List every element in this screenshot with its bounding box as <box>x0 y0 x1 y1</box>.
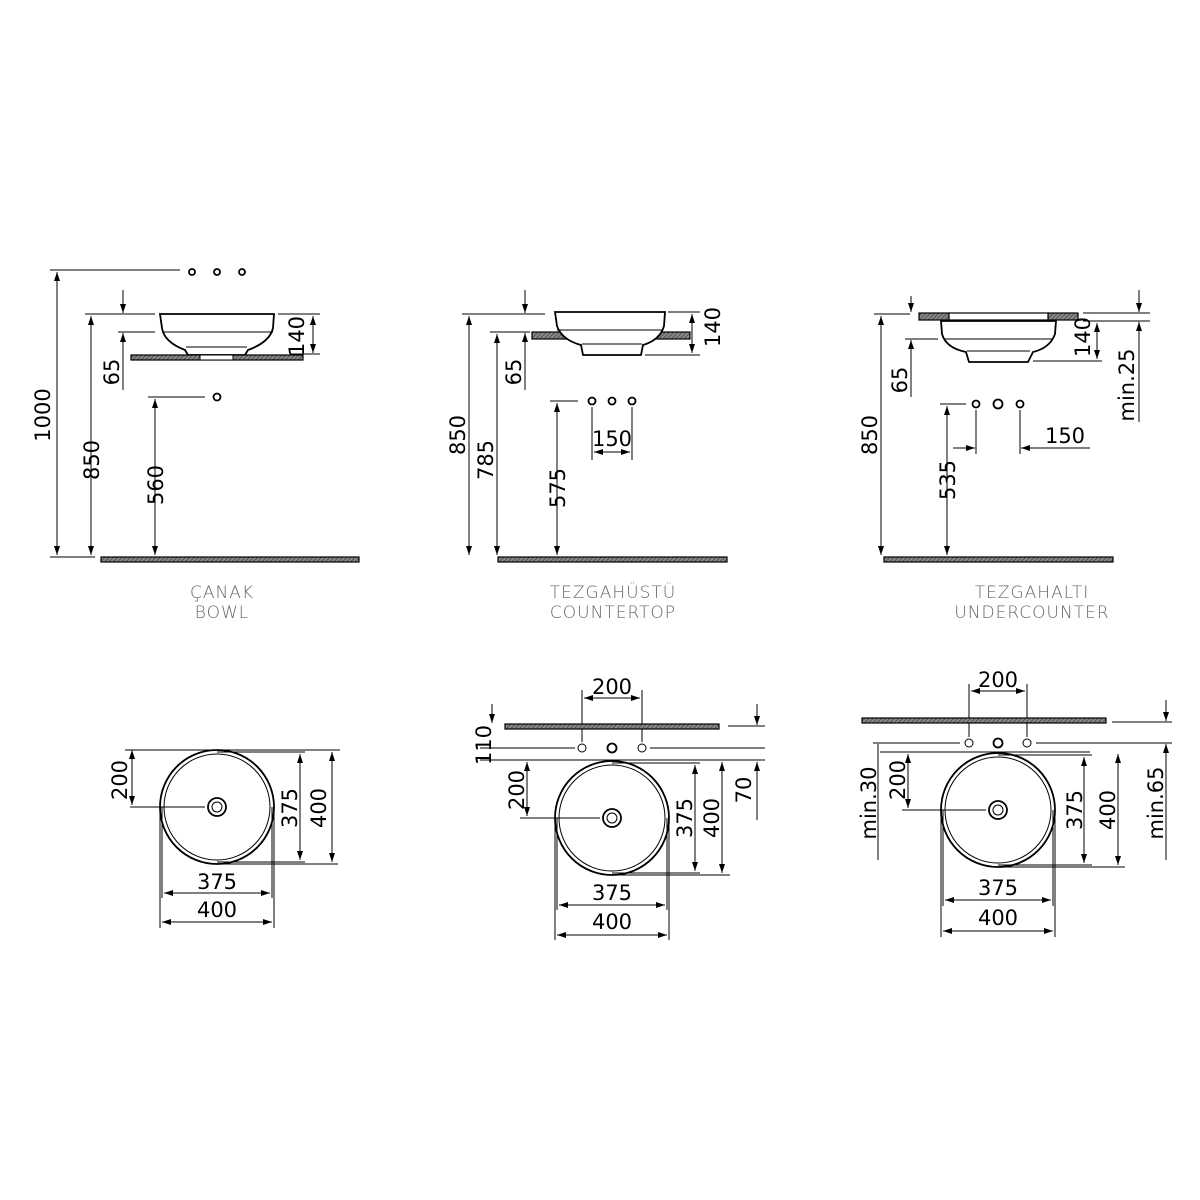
side-view-bowl: 1000 850 65 140 560 ÇANAK BOWL <box>31 268 360 623</box>
floor <box>883 556 1114 563</box>
caption-en: BOWL <box>195 603 250 623</box>
side-view-countertop: 850 785 65 140 575 150 TEZGAHÜSTÜ COUNTE… <box>446 290 728 623</box>
plan-view-undercounter: 200 min.65 min.30 200 375 400 375 400 <box>857 668 1172 937</box>
dim-offset: 110 <box>472 725 496 765</box>
dim-center: 200 <box>886 760 910 800</box>
dim-total-height: 1000 <box>31 388 55 441</box>
dim-center: 200 <box>108 760 132 800</box>
dim-min-left: min.30 <box>857 767 881 840</box>
dim-depth: 140 <box>701 307 725 347</box>
dim-outer-height: 400 <box>307 788 331 828</box>
caption-tr: TEZGAHÜSTÜ <box>550 581 676 603</box>
caption-tr: ÇANAK <box>190 583 254 603</box>
dim-tap-spacing: 150 <box>592 427 632 451</box>
floor <box>497 556 728 563</box>
counter-slab <box>861 717 1107 724</box>
dim-rim-height: 850 <box>858 415 882 455</box>
dim-tap-spacing: 200 <box>592 675 632 699</box>
tap-hole-icon <box>964 737 1032 749</box>
dim-inner-height: 375 <box>278 788 302 828</box>
dim-inner-width: 375 <box>592 881 632 905</box>
counter-slab <box>504 723 720 730</box>
dim-gap: 70 <box>732 777 756 804</box>
dim-drop: 65 <box>502 359 526 386</box>
dim-rim-height: 850 <box>446 415 470 455</box>
plan-view-countertop: 200 110 70 200 375 400 375 400 <box>472 675 765 940</box>
dim-inner-width: 375 <box>197 870 237 894</box>
tap-hole-icon <box>971 398 1025 410</box>
basin-undercounter <box>940 320 1057 363</box>
dim-min-right: min.65 <box>1144 767 1168 840</box>
drain-icon <box>207 797 227 817</box>
dim-tap-spacing: 150 <box>1045 424 1085 448</box>
caption-tr: TEZGAHALTI <box>975 583 1090 603</box>
dim-inner-width: 375 <box>978 876 1018 900</box>
dim-outer-height: 400 <box>700 798 724 838</box>
floor <box>100 556 360 563</box>
side-view-undercounter: 850 65 140 min.25 535 150 TEZGAHA <box>858 290 1150 623</box>
basin-countertop <box>553 311 666 356</box>
caption-en: COUNTERTOP <box>550 603 676 623</box>
dim-outer-width: 400 <box>592 910 632 934</box>
dim-inner-height: 375 <box>1063 790 1087 830</box>
dim-drop: 65 <box>888 367 912 394</box>
dim-rim-height: 850 <box>80 440 104 480</box>
drain-icon <box>602 808 622 828</box>
plan-view-bowl: 200 375 400 375 400 <box>108 749 340 928</box>
dim-depth: 140 <box>285 316 309 356</box>
dim-depth: 140 <box>1071 317 1095 357</box>
dim-min-gap: min.25 <box>1115 349 1139 422</box>
dim-inner-height: 375 <box>673 798 697 838</box>
dim-outlet-height: 535 <box>936 460 960 500</box>
tap-hole-icon <box>188 268 246 276</box>
counter-slab-left <box>918 312 950 321</box>
dim-center: 200 <box>505 770 529 810</box>
dim-counter-height: 785 <box>474 440 498 480</box>
dim-outer-width: 400 <box>197 898 237 922</box>
dim-tap-spacing: 200 <box>978 668 1018 692</box>
basin-bowl <box>158 313 275 356</box>
outlet-icon <box>212 392 222 402</box>
caption-en: UNDERCOUNTER <box>954 603 1109 623</box>
dim-drop: 65 <box>100 359 124 386</box>
dim-outlet-height: 560 <box>144 465 168 505</box>
tap-hole-icon <box>587 396 637 406</box>
drain-icon <box>988 800 1008 820</box>
dim-outlet-height: 575 <box>546 468 570 508</box>
dim-outer-height: 400 <box>1096 790 1120 830</box>
tap-hole-icon <box>577 742 647 754</box>
dim-outer-width: 400 <box>978 906 1018 930</box>
